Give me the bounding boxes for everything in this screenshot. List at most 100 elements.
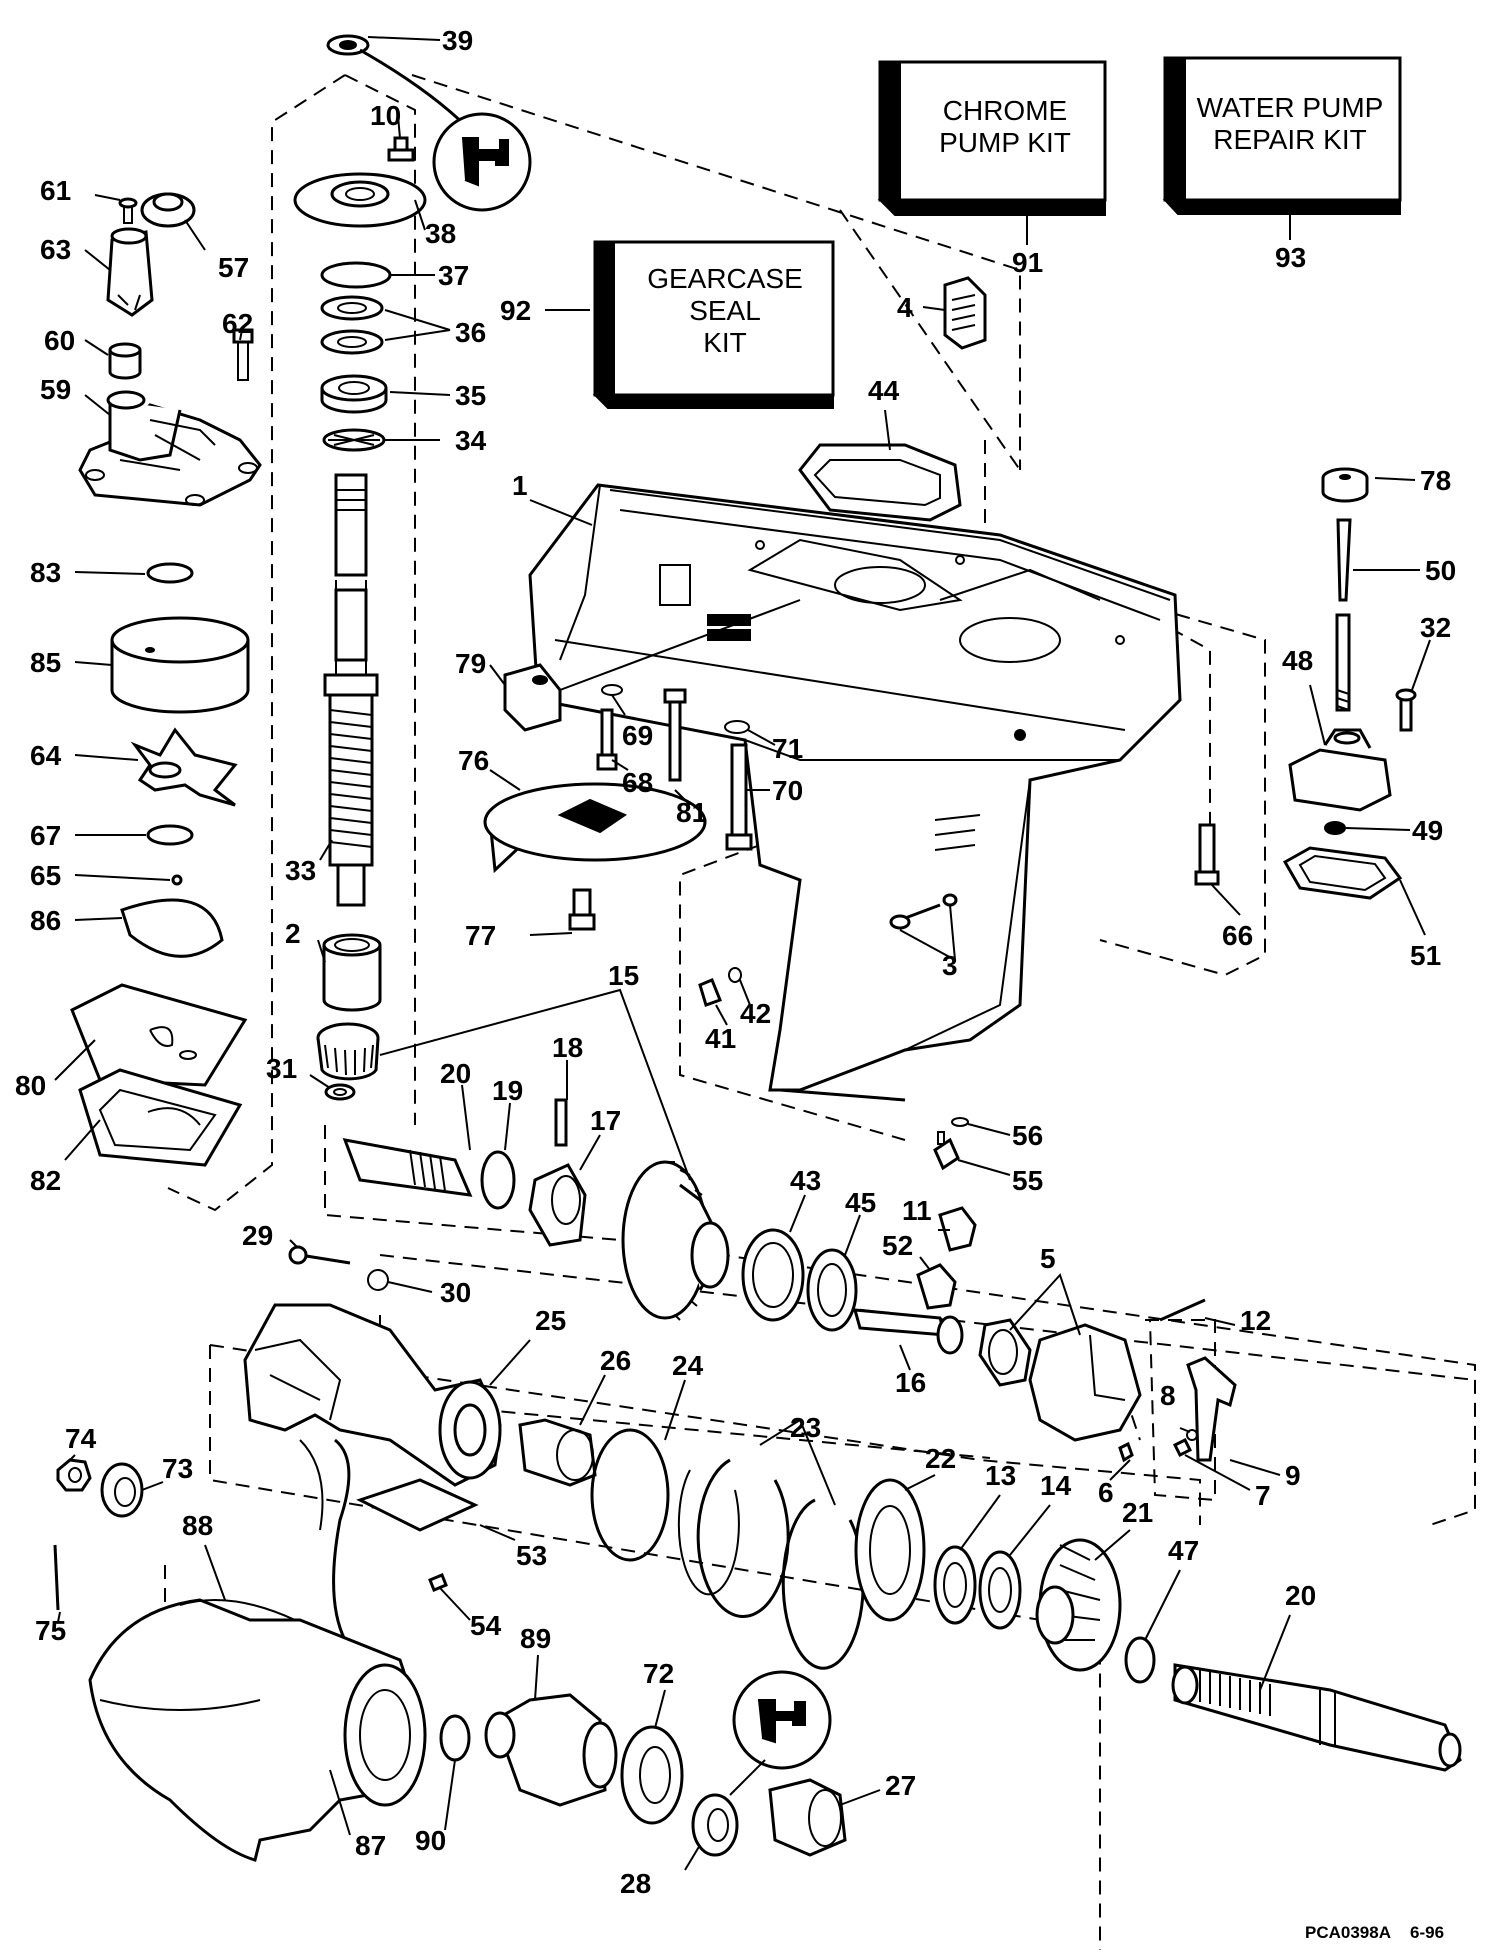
callout-43: 43 <box>790 1165 821 1196</box>
callout-2: 2 <box>285 918 301 949</box>
callout-82: 82 <box>30 1165 61 1196</box>
chrome-kit-line-1: CHROME <box>943 95 1067 126</box>
callout-19: 19 <box>492 1075 523 1106</box>
callout-10: 10 <box>370 100 401 131</box>
callout-5: 5 <box>1040 1243 1056 1274</box>
gearcase-kit-line-3: KIT <box>703 327 747 358</box>
gearcase-seal-kit-box: GEARCASE SEAL KIT <box>592 240 835 409</box>
callout-79: 79 <box>455 648 486 679</box>
callout-78: 78 <box>1420 465 1451 496</box>
callout-88: 88 <box>182 1510 213 1541</box>
callout-11: 11 <box>902 1195 932 1226</box>
callout-20-lower: 20 <box>1285 1580 1316 1611</box>
gearcase-kit-line-1: GEARCASE <box>647 263 803 294</box>
callout-90: 90 <box>415 1825 446 1856</box>
callout-51: 51 <box>1410 940 1441 971</box>
callout-29: 29 <box>242 1220 273 1251</box>
callout-33: 33 <box>285 855 316 886</box>
callout-54: 54 <box>470 1610 502 1641</box>
callout-39: 39 <box>442 25 473 56</box>
callout-17: 17 <box>590 1105 621 1136</box>
callout-55: 55 <box>1012 1165 1043 1196</box>
assembly-dashed-lines <box>164 74 1476 1950</box>
callout-74: 74 <box>65 1423 97 1454</box>
callout-23: 23 <box>790 1412 821 1443</box>
chrome-kit-line-2: PUMP KIT <box>939 127 1071 158</box>
callout-61: 61 <box>40 175 71 206</box>
callout-45: 45 <box>845 1187 876 1218</box>
callout-71: 71 <box>772 733 803 764</box>
callout-26: 26 <box>600 1345 631 1376</box>
callout-50: 50 <box>1425 555 1456 586</box>
callout-24: 24 <box>672 1350 704 1381</box>
propeller-group <box>53 1438 847 1862</box>
callout-60: 60 <box>44 325 75 356</box>
callout-25: 25 <box>535 1305 566 1336</box>
callout-15: 15 <box>608 960 639 991</box>
callout-93: 93 <box>1275 242 1306 273</box>
callout-68: 68 <box>622 767 653 798</box>
gear-train-group <box>342 1098 1237 1463</box>
callout-32: 32 <box>1420 612 1451 643</box>
water-pump-group <box>70 192 262 1167</box>
callout-8: 8 <box>1160 1380 1176 1411</box>
callout-30: 30 <box>440 1277 471 1308</box>
callout-67: 67 <box>30 820 61 851</box>
callout-47: 47 <box>1168 1535 1199 1566</box>
driveshaft-stack <box>293 34 472 1101</box>
callout-34: 34 <box>455 425 487 456</box>
callout-18: 18 <box>552 1032 583 1063</box>
callout-72: 72 <box>643 1658 674 1689</box>
callout-65: 65 <box>30 860 61 891</box>
leader-lines <box>54 36 1431 1871</box>
callout-92: 92 <box>500 295 531 326</box>
callout-3: 3 <box>942 950 958 981</box>
callout-36: 36 <box>455 317 486 348</box>
callout-62: 62 <box>222 308 253 339</box>
callout-16: 16 <box>895 1367 926 1398</box>
drawing-footer: PCA0398A 6-96 <box>1305 1923 1444 1942</box>
callout-70: 70 <box>772 775 803 806</box>
callout-28: 28 <box>620 1868 651 1899</box>
callout-53: 53 <box>516 1540 547 1571</box>
callout-83: 83 <box>30 557 61 588</box>
callout-57: 57 <box>218 252 249 283</box>
callout-9: 9 <box>1285 1460 1301 1491</box>
gearcase-housing <box>503 276 1182 1102</box>
trim-tab-and-bolts <box>483 684 1220 1171</box>
callout-59: 59 <box>40 374 71 405</box>
gearcase-kit-line-2: SEAL <box>689 295 761 326</box>
callout-81: 81 <box>676 797 707 828</box>
callout-1: 1 <box>512 470 528 501</box>
callout-31: 31 <box>266 1053 297 1084</box>
callout-89: 89 <box>520 1623 551 1654</box>
callout-38: 38 <box>425 218 456 249</box>
callout-21: 21 <box>1122 1497 1153 1528</box>
callout-22: 22 <box>925 1443 956 1474</box>
callout-37: 37 <box>438 260 469 291</box>
callout-41: 41 <box>705 1023 736 1054</box>
callout-87: 87 <box>355 1830 386 1861</box>
callout-75: 75 <box>35 1615 66 1646</box>
drawing-code: PCA0398A <box>1305 1923 1391 1942</box>
shift-rod-group <box>1282 467 1417 900</box>
callout-77: 77 <box>465 920 496 951</box>
callout-64: 64 <box>30 740 62 771</box>
chrome-pump-kit-box: CHROME PUMP KIT <box>877 60 1107 216</box>
callout-4: 4 <box>897 292 913 323</box>
water-pump-repair-kit-box: WATER PUMP REPAIR KIT <box>1162 56 1402 215</box>
callout-73: 73 <box>162 1453 193 1484</box>
callout-85: 85 <box>30 647 61 678</box>
callout-7: 7 <box>1255 1480 1271 1511</box>
callout-35: 35 <box>455 380 486 411</box>
callout-27: 27 <box>885 1770 916 1801</box>
water-kit-line-1: WATER PUMP <box>1197 92 1384 123</box>
callout-80: 80 <box>15 1070 46 1101</box>
callout-6: 6 <box>1098 1477 1114 1508</box>
callout-52: 52 <box>882 1230 913 1261</box>
callout-44: 44 <box>868 375 900 406</box>
callout-66: 66 <box>1222 920 1253 951</box>
callout-63: 63 <box>40 234 71 265</box>
lubricant-symbol-top <box>432 112 532 212</box>
